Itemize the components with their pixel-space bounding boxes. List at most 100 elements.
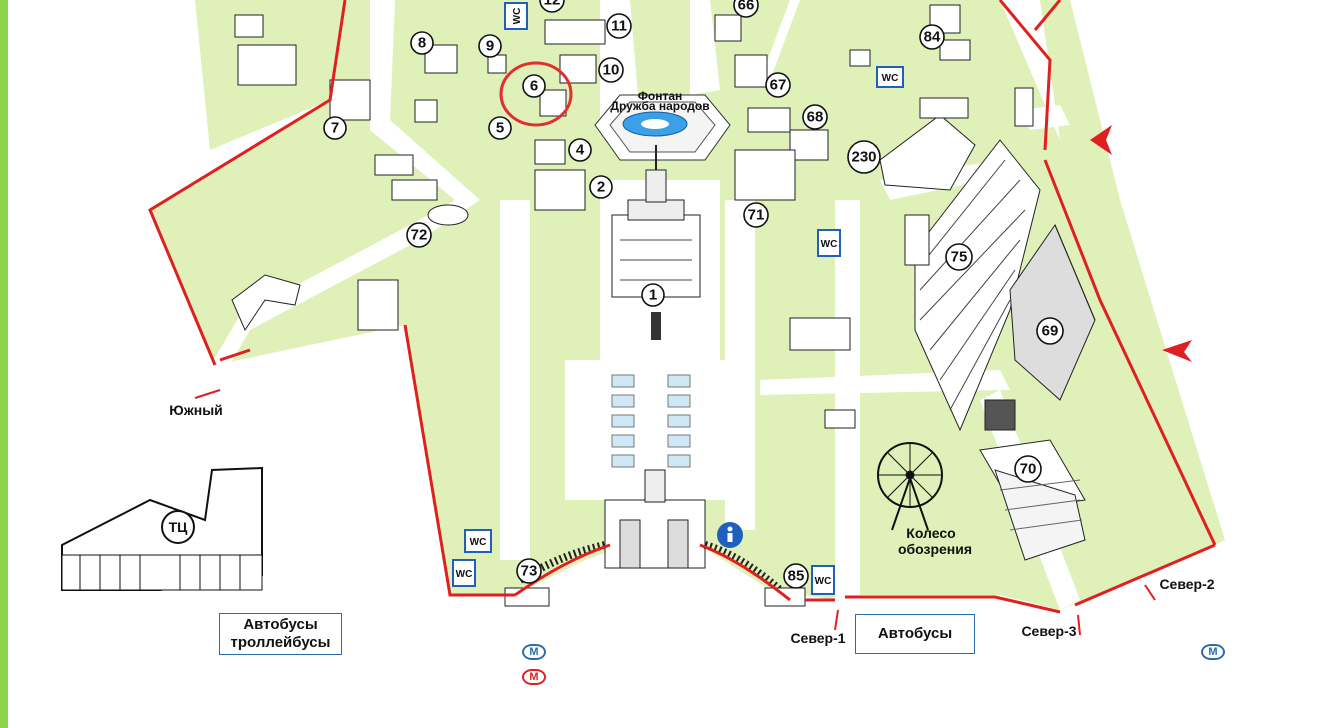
wc-sign[interactable]: WC [876, 66, 904, 88]
marker-7[interactable]: 7 [323, 116, 347, 140]
wc-sign[interactable]: WC [464, 529, 492, 553]
left-edge-strip [0, 0, 8, 728]
north2-exit-arrow [1144, 584, 1156, 601]
svg-text:WC: WC [815, 576, 832, 587]
marker-10[interactable]: 10 [598, 57, 624, 83]
metro-icon[interactable]: М [1201, 644, 1225, 660]
wc-sign[interactable]: WC [811, 565, 835, 595]
svg-text:10: 10 [603, 62, 620, 79]
metro-icon[interactable]: М [522, 669, 546, 685]
svg-text:WC: WC [470, 537, 487, 548]
svg-text:230: 230 [851, 149, 876, 166]
trolley-label-line2: троллейбусы [230, 634, 331, 651]
exit-south-label: Южный [169, 402, 223, 418]
entrance-red-arc [514, 543, 791, 602]
svg-text:WC: WC [882, 73, 899, 84]
svg-text:67: 67 [770, 77, 787, 94]
marker-68[interactable]: 68 [802, 104, 828, 130]
territory-border [148, 0, 1217, 614]
marker-71[interactable]: 71 [743, 202, 769, 228]
entry-arrow-east-1 [1090, 125, 1112, 155]
marker-85[interactable]: 85 [783, 563, 809, 589]
marker-6[interactable]: 6 [522, 74, 546, 98]
svg-text:8: 8 [418, 35, 426, 52]
svg-text:71: 71 [748, 207, 765, 224]
exit-north3-label: Север-3 [1021, 623, 1076, 639]
shopping-center-label: ТЦ [169, 519, 189, 535]
svg-text:85: 85 [788, 568, 805, 585]
shopping-center-building [61, 466, 263, 591]
svg-text:69: 69 [1042, 323, 1059, 340]
marker-5[interactable]: 5 [488, 116, 512, 140]
marker-1[interactable]: 1 [641, 283, 665, 307]
marker-75[interactable]: 75 [945, 243, 973, 271]
marker-84[interactable]: 84 [919, 24, 945, 50]
statue [651, 312, 661, 340]
fountain-plaza [594, 94, 731, 161]
marker-70[interactable]: 70 [1014, 455, 1042, 483]
svg-text:68: 68 [807, 109, 824, 126]
svg-text:66: 66 [738, 0, 755, 14]
north3-exit-arrow [1077, 614, 1081, 636]
fountain-label-line2: Дружба народов [610, 99, 709, 113]
ferris-wheel-label-line2: обозрения [898, 541, 972, 557]
svg-text:WC: WC [821, 239, 838, 250]
park-ground-east-b [1040, 0, 1225, 545]
svg-text:5: 5 [496, 120, 504, 137]
pavilion-230-building [879, 114, 976, 191]
svg-text:70: 70 [1020, 461, 1037, 478]
north1-exit-arrow [834, 609, 839, 631]
wc-signs: WC WC WC WC WC WC [452, 2, 904, 595]
entrance-colonnade-left [517, 541, 606, 584]
bus-trolley-stop-label: Автобусы троллейбусы [219, 613, 342, 655]
bus-label-line1: Автобусы [243, 616, 318, 633]
pavilion-69-building [1009, 223, 1096, 401]
south-exit-arrow [194, 389, 221, 399]
marker-9[interactable]: 9 [478, 34, 502, 58]
marker-72[interactable]: 72 [406, 222, 432, 248]
marker-12[interactable]: 12 [539, 0, 565, 13]
fountain-label-line1: Фонтан [638, 89, 683, 103]
svg-text:1: 1 [649, 287, 657, 304]
svg-text:4: 4 [576, 142, 585, 159]
main-entrance-arch [604, 469, 706, 569]
wc-sign[interactable]: WC [504, 2, 528, 30]
metro-icon[interactable]: М [522, 644, 546, 660]
marker-8[interactable]: 8 [410, 31, 434, 55]
wc-sign[interactable]: WC [817, 229, 841, 257]
entry-arrow-east-2 [1162, 340, 1192, 362]
marker-66[interactable]: 66 [733, 0, 759, 18]
svg-text:WC: WC [456, 569, 473, 580]
wc-sign[interactable]: WC [452, 559, 476, 587]
svg-text:WC: WC [512, 8, 523, 25]
info-point-icon[interactable] [717, 522, 743, 548]
marker-67[interactable]: 67 [765, 72, 791, 98]
ferris-wheel-label-line1: Колесо [906, 525, 955, 541]
svg-text:2: 2 [597, 179, 605, 196]
marker-73[interactable]: 73 [516, 558, 542, 584]
alley-fountains [611, 374, 691, 468]
highlight-ring [499, 61, 573, 127]
exit-north2-label: Север-2 [1159, 576, 1214, 592]
bus-stop-label: Автобусы [855, 614, 975, 654]
marker-4[interactable]: 4 [568, 138, 592, 162]
svg-text:84: 84 [924, 29, 941, 46]
marker-230[interactable]: 230 [847, 140, 881, 174]
exit-north1-label: Север-1 [790, 630, 845, 646]
ferris-wheel-icon [877, 442, 943, 531]
svg-text:6: 6 [530, 78, 538, 95]
central-pavilion-building [611, 145, 701, 298]
svg-text:72: 72 [411, 227, 428, 244]
svg-text:7: 7 [331, 120, 339, 137]
svg-text:12: 12 [544, 0, 561, 9]
svg-text:9: 9 [486, 38, 494, 55]
marker-69[interactable]: 69 [1036, 317, 1064, 345]
svg-text:11: 11 [611, 18, 627, 35]
svg-text:75: 75 [951, 249, 968, 266]
marker-2[interactable]: 2 [589, 175, 613, 199]
marker-11[interactable]: 11 [606, 13, 632, 39]
pavilion-75-building [914, 139, 1041, 432]
svg-text:73: 73 [521, 563, 538, 580]
small-buildings [231, 4, 1034, 607]
